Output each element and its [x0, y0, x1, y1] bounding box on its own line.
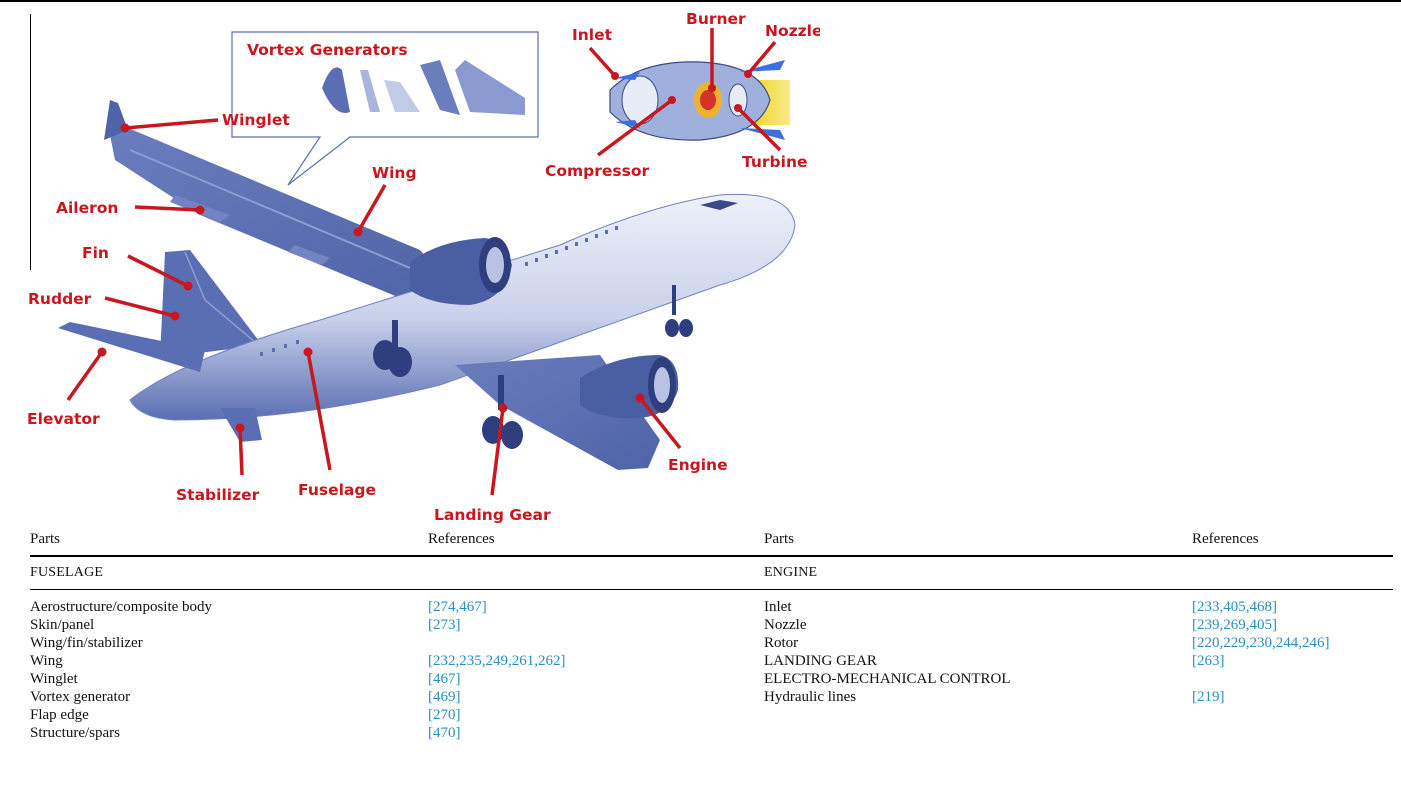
- table-cell-part: Nozzle: [764, 617, 807, 633]
- horizontal-stabilizer-shape: [58, 322, 205, 372]
- label-fin: Fin: [82, 244, 109, 262]
- reference-link[interactable]: [467]: [428, 671, 461, 687]
- label-aileron: Aileron: [56, 199, 118, 217]
- table-cell-part: Winglet: [30, 671, 78, 687]
- label-winglet: Winglet: [222, 111, 290, 129]
- landing-gear-shape: [373, 285, 693, 449]
- reference-link[interactable]: [233,405,468]: [1192, 599, 1277, 615]
- table-cell-part: Aerostructure/composite body: [30, 599, 213, 615]
- label-burner: Burner: [686, 10, 746, 28]
- reference-link[interactable]: [219]: [1192, 689, 1225, 705]
- table-cell-part: Wing: [30, 653, 63, 669]
- label-inlet: Inlet: [572, 26, 613, 44]
- fin-shape: [160, 250, 262, 358]
- right-column-parts: Inlet Nozzle Rotor LANDING GEAR ELECTRO-…: [764, 598, 1011, 706]
- label-elevator: Elevator: [27, 410, 100, 428]
- label-fuselage: Fuselage: [298, 481, 376, 499]
- reference-link[interactable]: [220,229,230,244,246]: [1192, 635, 1330, 651]
- leader-lines: [66, 28, 782, 496]
- reference-link[interactable]: [428, 634, 566, 652]
- reference-link[interactable]: [273]: [428, 617, 461, 633]
- table-cell-part: Wing/fin/stabilizer: [30, 635, 143, 651]
- vortex-generators-callout: [231, 31, 539, 186]
- section-fuselage: FUSELAGE: [30, 565, 104, 580]
- table-cell-part: LANDING GEAR: [764, 653, 877, 669]
- reference-link[interactable]: [1192, 670, 1330, 688]
- table-cell-part: Flap edge: [30, 707, 89, 723]
- table-cell-part: Structure/spars: [30, 725, 120, 741]
- figure-left-bar: [30, 14, 31, 270]
- label-compressor: Compressor: [545, 162, 650, 180]
- left-column-parts: Aerostructure/composite body Skin/panel …: [30, 598, 212, 742]
- label-stabilizer: Stabilizer: [176, 486, 260, 504]
- label-turbine: Turbine: [742, 153, 808, 171]
- section-engine: ENGINE: [764, 565, 818, 580]
- reference-link[interactable]: [470]: [428, 725, 461, 741]
- label-rudder: Rudder: [28, 290, 92, 308]
- table-cell-part: ELECTRO-MECHANICAL CONTROL: [764, 671, 1011, 687]
- cabin-windows: [260, 226, 618, 356]
- upper-engine-shape: [410, 237, 512, 305]
- label-vortex-generators: Vortex Generators: [247, 41, 408, 59]
- label-nozzle: Nozzle: [765, 22, 820, 40]
- reference-link[interactable]: [232,235,249,261,262]: [428, 653, 566, 669]
- table-cell-part: Rotor: [764, 635, 799, 651]
- header-left-references: References: [428, 531, 495, 547]
- reference-link[interactable]: [274,467]: [428, 599, 487, 615]
- header-right-references: References: [1192, 531, 1259, 547]
- label-landing-gear: Landing Gear: [434, 506, 551, 524]
- header-rule: [30, 555, 1393, 557]
- reference-link[interactable]: [469]: [428, 689, 461, 705]
- upper-wing: [110, 128, 455, 300]
- aircraft-parts-figure: Vortex Generators Inlet Burner Nozzle Co…: [27, 10, 820, 524]
- reference-link[interactable]: [239,269,405]: [1192, 617, 1277, 633]
- table-cell-part: Hydraulic lines: [764, 689, 857, 705]
- right-column-references: [233,405,468] [239,269,405] [220,229,230…: [1192, 598, 1330, 706]
- header-right-parts: Parts: [764, 531, 794, 547]
- label-wing: Wing: [372, 164, 417, 182]
- reference-link[interactable]: [263]: [1192, 653, 1225, 669]
- label-engine: Engine: [668, 456, 728, 474]
- lower-engine-shape: [580, 355, 679, 419]
- header-left-parts: Parts: [30, 531, 60, 547]
- left-column-references: [274,467] [273] [232,235,249,261,262] [4…: [428, 598, 566, 742]
- table-cell-part: Vortex generator: [30, 689, 131, 705]
- table-cell-part: Skin/panel: [30, 617, 95, 633]
- table-cell-part: Inlet: [764, 599, 792, 615]
- reference-link[interactable]: [270]: [428, 707, 461, 723]
- top-rule: [0, 0, 1401, 2]
- section-rule: [30, 589, 1393, 590]
- engine-cutaway-illustration: [609, 60, 790, 141]
